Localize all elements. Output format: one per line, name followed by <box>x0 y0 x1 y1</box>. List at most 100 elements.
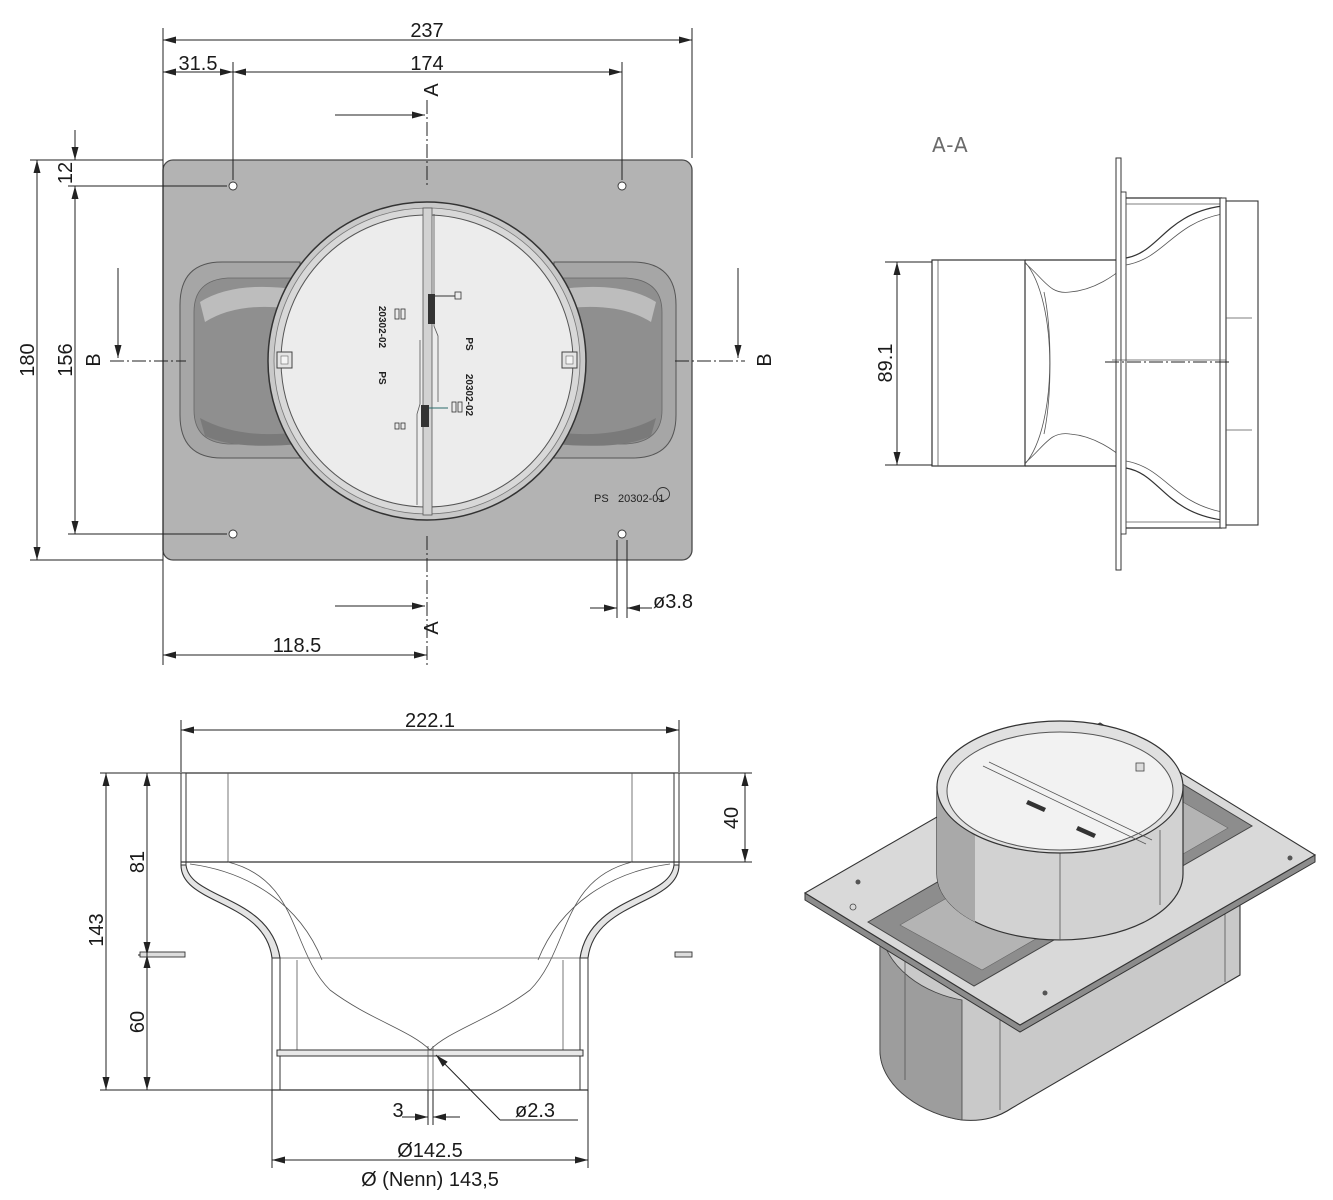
dim-top-width: 222.1 <box>405 710 455 732</box>
dim-outer-diameter: Ø142.5 <box>397 1140 463 1162</box>
dimension-arrow <box>666 726 679 734</box>
dimension-arrow <box>163 36 176 44</box>
funnel-inner-curve <box>227 861 431 1051</box>
dimension-arrow <box>163 68 176 76</box>
dimension-arrow <box>71 521 79 534</box>
disc-right-code: 20302-02 <box>463 374 474 417</box>
dimension-arrow <box>575 1156 588 1164</box>
collar-wall-right <box>673 772 680 866</box>
disc-left-code: 20302-02 <box>376 306 387 349</box>
iso-spring-clip <box>1026 800 1046 812</box>
dim-spigot-diameter: 89.1 <box>875 344 897 383</box>
dim-hole-spacing-y: 156 <box>55 343 77 376</box>
dimension-arrow <box>679 36 692 44</box>
stop-marker <box>451 401 457 413</box>
dim-collar-height: 40 <box>721 807 743 829</box>
throat-curve <box>1043 291 1051 435</box>
left-tab-inner <box>280 355 289 365</box>
dimension-arrow <box>604 604 617 612</box>
dimension-arrow <box>412 111 425 119</box>
section-mark-a-bottom: A <box>421 621 443 635</box>
spigot-profile <box>931 259 1026 467</box>
dimension-arrow <box>163 651 176 659</box>
mounting-hole <box>617 181 627 191</box>
stop-marker <box>400 422 406 430</box>
damper-blade <box>276 1049 584 1057</box>
dim-hole-diameter: ø3.8 <box>653 591 693 613</box>
funnel-bottom-inner <box>1125 460 1223 513</box>
damper-blade-section <box>1219 197 1227 529</box>
dim-pin-diameter: ø2.3 <box>515 1100 555 1122</box>
dimension-arrow <box>102 773 110 786</box>
isometric-view <box>803 720 1317 1121</box>
stop-marker <box>454 291 462 300</box>
damper-hinge-band <box>422 207 433 516</box>
collar-wall-left <box>180 772 187 866</box>
stop-marker <box>400 308 406 320</box>
mounting-hole <box>228 181 238 191</box>
iso-damper-disc <box>946 731 1174 851</box>
funnel-top-outer <box>1125 205 1223 259</box>
left-pocket-highlight <box>200 286 300 322</box>
iso-box-side-shade <box>879 919 963 1121</box>
dimension-arrow <box>233 68 246 76</box>
section-a-a-view: A-A 89.1 <box>875 133 1259 571</box>
dimension-arrow <box>734 345 742 358</box>
leader-line <box>435 1054 501 1121</box>
funnel-ledge-curve <box>537 863 671 961</box>
dimension-arrow <box>33 160 41 173</box>
damper-rim-section <box>1225 200 1259 526</box>
dimension-arrow <box>71 147 79 160</box>
right-pocket-shadow <box>554 418 656 446</box>
mounting-hole <box>617 529 627 539</box>
dimension-arrow <box>893 262 901 275</box>
dimension-arrow <box>627 604 640 612</box>
section-mark-b-right: B <box>754 353 776 366</box>
section-mark-b-left: B <box>83 353 105 366</box>
dim-total-height: 143 <box>86 913 108 946</box>
spigot-wall-right <box>579 957 589 1091</box>
dimension-arrow <box>143 942 151 955</box>
top-view: 20302-02 PS PS 20302-02 PS 20302-01 237 … <box>17 20 776 657</box>
dimension-arrow <box>415 1113 428 1121</box>
iso-plate-mark <box>849 903 857 911</box>
stop-marker <box>394 422 400 430</box>
spring-clip <box>428 294 435 324</box>
dimension-arrow <box>143 955 151 968</box>
funnel-wall-right <box>579 864 680 959</box>
dimension-arrow <box>412 602 425 610</box>
dimension-arrow <box>181 726 194 734</box>
right-pocket-highlight <box>554 286 656 322</box>
spring-clip <box>421 405 429 427</box>
plate-code: 20302-01 <box>618 493 665 505</box>
hinge-step-line <box>433 214 439 402</box>
dimension-arrow <box>433 1113 446 1121</box>
wall-flange-section <box>1120 191 1127 535</box>
left-pocket-shadow <box>200 418 300 446</box>
dimension-arrow <box>102 1077 110 1090</box>
dim-overall-height: 180 <box>17 343 39 376</box>
throat-curve <box>1024 261 1051 465</box>
iso-spring-clip <box>1076 826 1096 838</box>
funnel-top-inner <box>1125 213 1223 266</box>
hinge-step-line <box>416 340 421 505</box>
dimension-arrow <box>414 651 427 659</box>
disc-left-maker: PS <box>376 371 387 385</box>
dim-edge-to-centerline: 118.5 <box>273 635 322 657</box>
mounting-hole <box>228 529 238 539</box>
iso-hinge-line <box>982 765 1147 845</box>
iso-hinge-line <box>988 761 1153 841</box>
iso-mounting-hole <box>1287 855 1293 861</box>
spigot-wall-left <box>271 957 281 1091</box>
iso-mounting-hole <box>855 879 861 885</box>
dimension-arrow <box>220 68 233 76</box>
dim-hole-offset-y: 12 <box>55 162 77 184</box>
funnel-inner-curve <box>429 861 633 1051</box>
dim-pin-slot: 3 <box>392 1100 403 1122</box>
section-title: A-A <box>932 133 969 157</box>
iso-mounting-hole <box>1042 990 1048 996</box>
stop-marker <box>394 308 400 320</box>
dimension-arrow <box>33 547 41 560</box>
dimension-arrow <box>741 849 749 862</box>
